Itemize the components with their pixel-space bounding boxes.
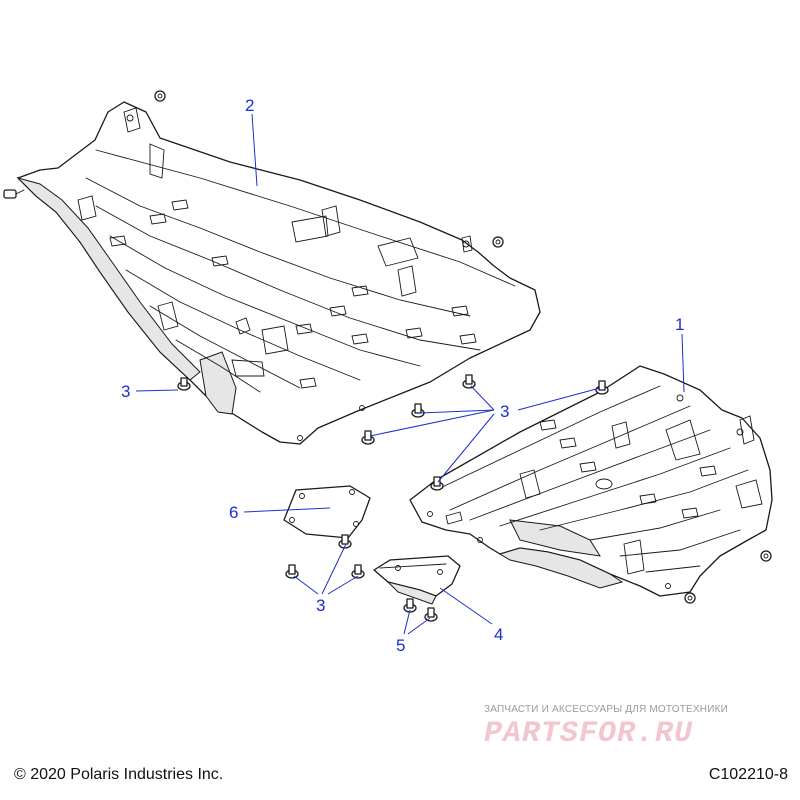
leader-lines bbox=[135, 113, 685, 635]
fastener-3g bbox=[411, 403, 425, 418]
figure-id: C102210-8 bbox=[708, 766, 788, 783]
fastener-3l bbox=[351, 564, 365, 579]
fastener-3c bbox=[492, 236, 504, 248]
leader-3-b bbox=[419, 409, 495, 414]
skid-plate-front bbox=[16, 101, 541, 445]
leader-5-b bbox=[407, 617, 431, 635]
bracket bbox=[373, 555, 461, 605]
callout-2: 2 bbox=[245, 96, 254, 115]
fastener-3j bbox=[338, 534, 352, 549]
fastener-3m bbox=[760, 550, 772, 562]
fastener-5b bbox=[424, 607, 438, 622]
fastener-3h bbox=[361, 430, 375, 445]
callout-3-center: 3 bbox=[500, 402, 509, 421]
watermark-logo: PARTSFOR.RU bbox=[484, 717, 694, 751]
callout-3-left: 3 bbox=[121, 382, 130, 401]
fastener-3a bbox=[154, 90, 166, 102]
fastener-3b bbox=[3, 189, 25, 199]
fastener-3e bbox=[462, 374, 476, 389]
leader-6 bbox=[243, 507, 331, 513]
leader-3-bottom-a bbox=[321, 543, 347, 595]
leader-3-left bbox=[135, 389, 179, 392]
leader-3-bottom-b bbox=[293, 575, 319, 595]
leader-2 bbox=[251, 113, 258, 187]
callout-3-bottom: 3 bbox=[316, 596, 325, 615]
callout-1: 1 bbox=[675, 315, 684, 334]
leader-3-c bbox=[369, 409, 495, 437]
cover-plate bbox=[283, 485, 371, 539]
callout-4: 4 bbox=[494, 625, 503, 644]
skid-plate-rear bbox=[409, 365, 773, 597]
fastener-3n bbox=[684, 592, 696, 604]
leader-3-a bbox=[470, 385, 495, 411]
fastener-3i bbox=[430, 476, 444, 491]
callouts: 2 1 3 3 6 3 4 5 bbox=[121, 96, 684, 655]
leader-5-a bbox=[403, 609, 411, 635]
callout-5: 5 bbox=[396, 636, 405, 655]
fastener-3d bbox=[177, 377, 191, 391]
leader-1 bbox=[681, 333, 685, 393]
fastener-3k bbox=[285, 564, 299, 579]
watermark-tagline: ЗАПЧАСТИ И АКСЕССУАРЫ ДЛЯ МОТОТЕХНИКИ bbox=[484, 704, 729, 715]
fastener-3f bbox=[595, 380, 609, 395]
leader-4 bbox=[439, 587, 493, 625]
leader-3-e bbox=[437, 413, 495, 483]
leader-3-bottom-c bbox=[327, 575, 359, 595]
callout-6: 6 bbox=[229, 503, 238, 522]
watermark: ЗАПЧАСТИ И АКСЕССУАРЫ ДЛЯ МОТОТЕХНИКИ PA… bbox=[484, 704, 780, 751]
fastener-group bbox=[3, 90, 772, 622]
copyright-text: © 2020 Polaris Industries Inc. bbox=[14, 766, 224, 783]
leader-3-d bbox=[517, 387, 601, 411]
